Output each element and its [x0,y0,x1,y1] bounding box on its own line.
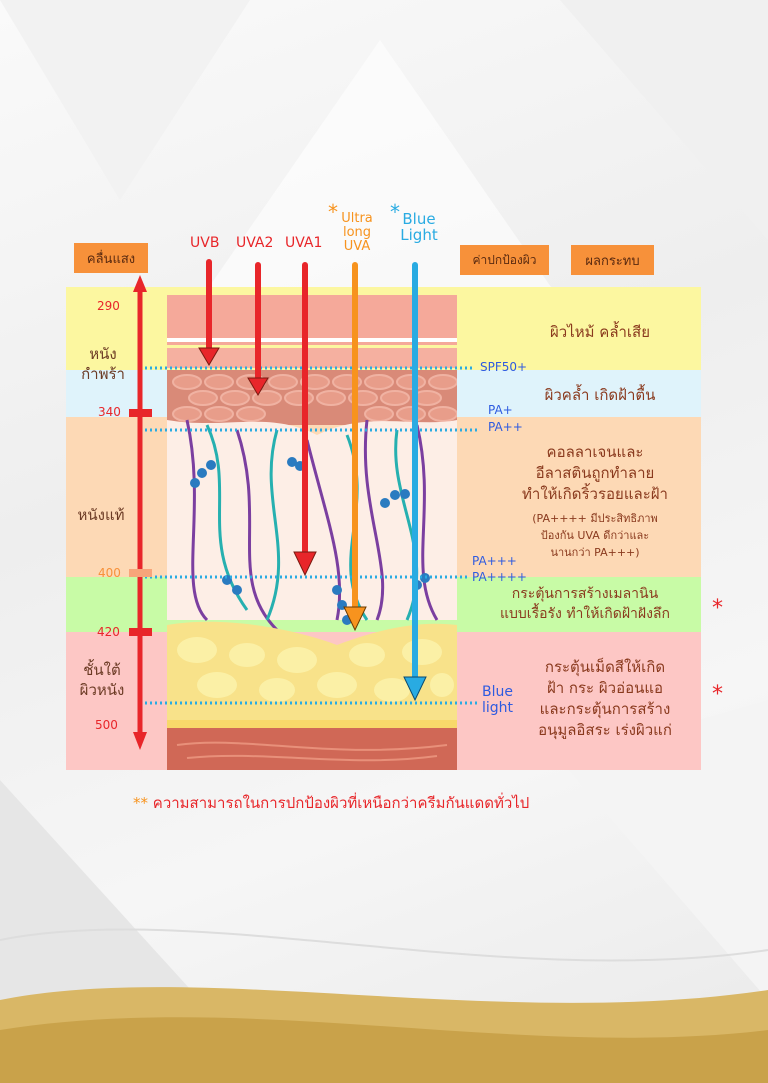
effect-line: ผิวไหม้ คล้ำเสีย [549,323,651,341]
label-pa4: PA++++ [472,570,527,584]
label-spf50: SPF50+ [480,360,528,374]
effect-star: * [712,596,723,621]
label-pa3: PA+++ [472,554,517,568]
header-protection: ค่าปกป้องผิว [460,245,549,275]
effect-deep-melasma: กระตุ้นการสร้างเมลานิน แบบเรื้อรัง ทำให้… [470,584,700,624]
ultra-long-uva-star: * [328,200,338,224]
ray-label-uva2: UVA2 [236,235,274,251]
layer-epidermis: หนัง กำพร้า [81,345,125,383]
effect-line: และกระตุ้นการสร้าง [539,700,671,718]
wavelength-420: 420 [97,625,120,639]
ray-label-line: Ultra [341,211,373,226]
ray-label-uvb: UVB [190,235,220,251]
wavelength-290: 290 [97,299,120,313]
effect-collagen: คอลลาเจนและ อีลาสตินถูกทำลาย ทำให้เกิดริ… [490,442,700,561]
effect-line: อนุมูลอิสระ เร่งผิวแก่ [538,721,672,739]
ray-label-blue-light: Blue Light [398,211,440,243]
effect-line: ฝ้า กระ ผิวอ่อนแอ [546,679,664,697]
effect-note: (PA++++ มีประสิทธิภาพ ป้องกัน UVA ดีกว่า… [490,510,700,561]
note-line: ป้องกัน UVA ดีกว่าและ [540,529,650,542]
wavelength-400: 400 [98,566,121,580]
wavelength-340: 340 [98,405,121,419]
ray-label-uva1: UVA1 [285,235,323,251]
label-pa2: PA++ [488,420,523,434]
effect-star: * [712,682,723,707]
skin-cross-section [167,295,457,770]
effect-line: กระตุ้นการสร้างเมลานิน [511,586,659,602]
effect-line: ผิวคล้ำ เกิดฝ้าตื้น [544,386,656,404]
ray-label-line: UVA [343,239,371,254]
wavelength-axis [129,275,152,750]
header-effect: ผลกระทบ [571,245,654,275]
ray-label-line: Light [400,226,438,244]
layer-dermis: หนังแท้ [77,506,125,524]
effect-line: อีลาสตินถูกทำลาย [535,464,655,482]
footnote-text: ความสามารถในการปกป้องผิวที่เหนือกว่าครีม… [152,794,530,812]
effect-burn: ผิวไหม้ คล้ำเสีย [520,322,680,343]
effect-line: กระตุ้นเม็ดสีให้เกิด [544,658,666,676]
label-pa1: PA+ [488,403,513,417]
effect-line: คอลลาเจนและ [546,443,644,461]
layer-subcutis: ชั้นใต้ ผิวหนัง [79,661,125,699]
wavelength-500: 500 [95,718,118,732]
effect-line: ทำให้เกิดริ้วรอยและฝ้า [522,485,668,503]
effect-blue-light: กระตุ้นเม็ดสีให้เกิด ฝ้า กระ ผิวอ่อนแอ แ… [505,657,705,741]
effect-shallow-melasma: ผิวคล้ำ เกิดฝ้าตื้น [520,385,680,406]
effect-line: แบบเรื้อรัง ทำให้เกิดฝ้าฝังลึก [500,606,670,622]
note-line: นานกว่า PA+++) [550,546,640,559]
ray-label-line: Blue [402,210,436,228]
light-rays [198,259,427,702]
ray-label-line: long [342,225,372,240]
label-blue-light: Blue light [482,684,514,716]
footnote-stars: ** [133,794,148,812]
blue-light-star: * [390,200,400,224]
footnote: ** ความสามารถในการปกป้องผิวที่เหนือกว่าค… [133,791,529,815]
header-wavelength: คลื่นแสง [74,243,148,273]
ray-label-ultra-long-uva: Ultra long UVA [340,212,374,254]
note-line: (PA++++ มีประสิทธิภาพ [532,512,658,525]
